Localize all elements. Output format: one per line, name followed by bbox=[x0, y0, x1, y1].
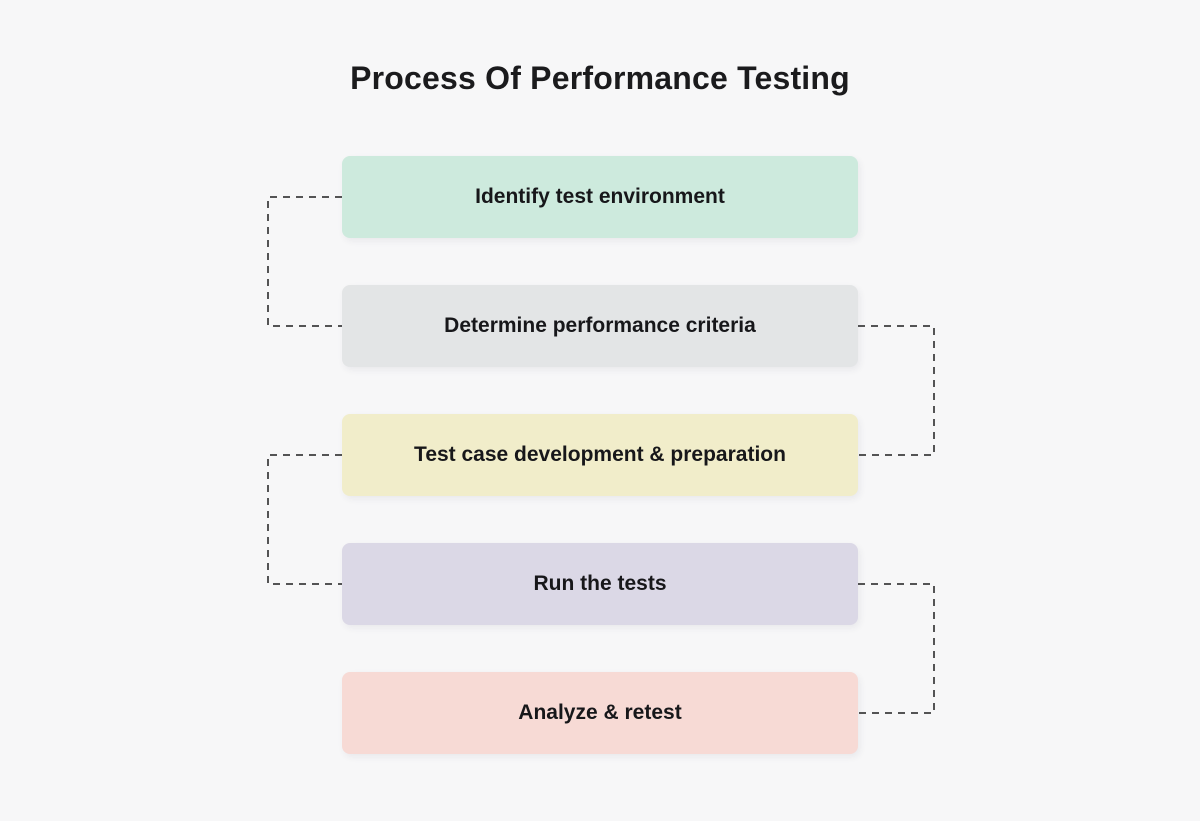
step-label: Identify test environment bbox=[475, 185, 725, 208]
step-box-run-the-tests: Run the tests bbox=[342, 543, 858, 625]
step-box-test-case-development: Test case development & preparation bbox=[342, 414, 858, 496]
step-box-determine-performance-criteria: Determine performance criteria bbox=[342, 285, 858, 367]
step-label: Test case development & preparation bbox=[414, 443, 786, 466]
step-box-identify-test-environment: Identify test environment bbox=[342, 156, 858, 238]
connector-step1-step2 bbox=[267, 196, 342, 327]
diagram-title: Process Of Performance Testing bbox=[350, 60, 850, 96]
step-label: Determine performance criteria bbox=[444, 314, 756, 337]
step-box-analyze-and-retest: Analyze & retest bbox=[342, 672, 858, 754]
connector-step4-step5 bbox=[858, 583, 935, 714]
step-label: Analyze & retest bbox=[518, 701, 682, 724]
step-label: Run the tests bbox=[533, 572, 667, 595]
connector-step2-step3 bbox=[858, 325, 935, 456]
connector-step3-step4 bbox=[267, 454, 342, 585]
